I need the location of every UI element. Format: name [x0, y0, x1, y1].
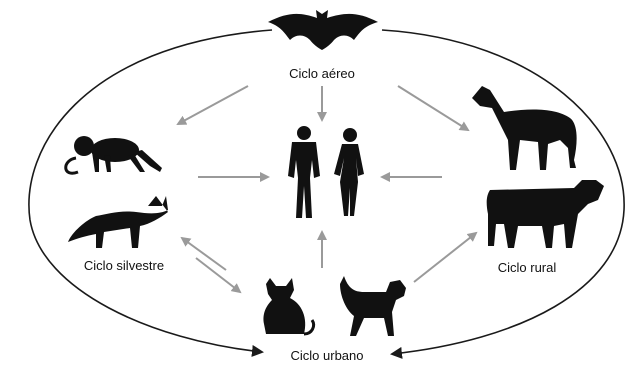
cow-icon	[487, 180, 604, 248]
humans-icon	[288, 126, 364, 218]
label-ciclo-silvestre: Ciclo silvestre	[84, 258, 164, 273]
bat-icon	[268, 10, 378, 50]
label-ciclo-urbano: Ciclo urbano	[291, 348, 364, 363]
horse-icon	[472, 86, 577, 170]
cat-icon	[263, 278, 313, 334]
transmission-arrows	[178, 86, 476, 292]
fox-icon	[68, 196, 168, 248]
label-ciclo-aereo: Ciclo aéreo	[289, 66, 355, 81]
monkey-icon	[66, 136, 162, 173]
cycle-arc-top-left	[29, 30, 272, 352]
dog-icon	[340, 276, 406, 336]
label-ciclo-rural: Ciclo rural	[498, 260, 557, 275]
